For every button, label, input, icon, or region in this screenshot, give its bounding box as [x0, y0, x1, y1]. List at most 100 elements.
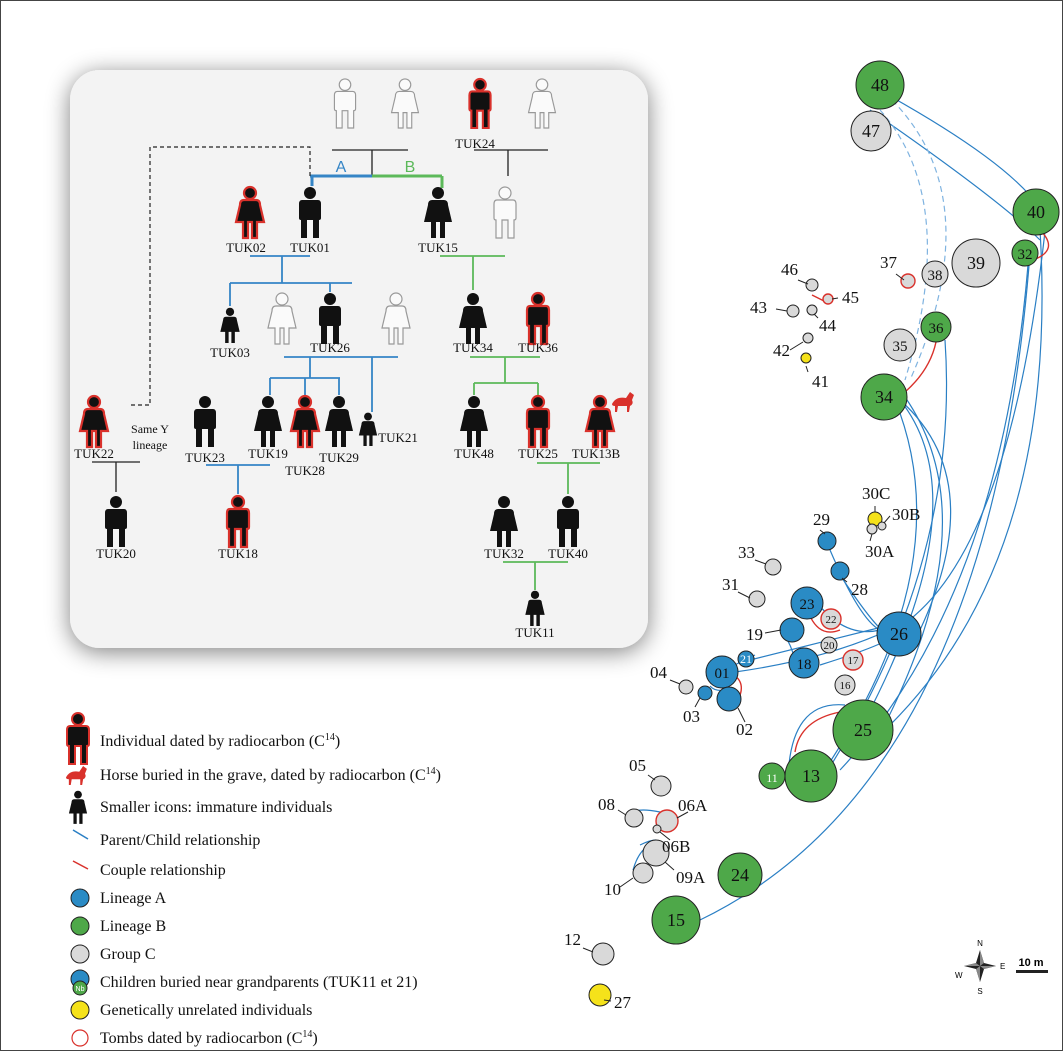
tomb-label-38: 38 [928, 268, 943, 284]
legend-lineage-b-swatch [70, 916, 90, 936]
label-leader-lines [582, 273, 905, 1002]
tomb-47 [850, 110, 892, 152]
person-label-tuk19: TUK19 [248, 446, 288, 461]
legend: Individual dated by radiocarbon (C14) Ho… [66, 712, 441, 1047]
tomb-22 [820, 608, 842, 630]
tomb-callout-09A: 09A [676, 868, 706, 887]
person-label-tuk34: TUK34 [453, 340, 493, 355]
tomb-callout-41: 41 [812, 372, 829, 391]
person-label-tuk18: TUK18 [218, 546, 258, 561]
tomb-44 [806, 304, 818, 316]
horse-icon [612, 392, 634, 412]
tomb-42 [802, 332, 814, 344]
tomb-45 [822, 293, 834, 305]
tomb-33 [764, 558, 782, 576]
person-label-tuk24: TUK24 [455, 136, 495, 151]
tomb-03 [697, 685, 713, 701]
tomb-27 [588, 983, 612, 1007]
tomb-label-20: 20 [824, 640, 836, 652]
tomb-label-48: 48 [871, 75, 889, 95]
legend-unrelated-label: Genetically unrelated individuals [100, 1002, 312, 1019]
tomb-callout-45: 45 [842, 288, 859, 307]
tomb-callout-03: 03 [683, 707, 700, 726]
person-label-tuk26: TUK26 [310, 340, 350, 355]
tomb-label-13: 13 [802, 766, 820, 786]
person-label-tuk20: TUK20 [96, 546, 136, 561]
tomb-label-23: 23 [800, 597, 815, 613]
tomb-36 [920, 311, 952, 343]
tomb-01 [705, 655, 739, 689]
tomb-callout-08: 08 [598, 795, 615, 814]
tomb-callout-10: 10 [604, 880, 621, 899]
tomb-callout-31: 31 [722, 575, 739, 594]
tomb-label-22: 22 [826, 614, 837, 626]
legend-lineage-a-label: Lineage A [100, 890, 167, 907]
tomb-21 [737, 650, 755, 668]
tomb-callout-19: 19 [746, 625, 763, 644]
person-label-tuk48: TUK48 [454, 446, 494, 461]
tomb-19 [779, 617, 805, 643]
tomb-callout-30C: 30C [862, 484, 890, 503]
legend-lineage-b-label: Lineage B [100, 918, 166, 935]
tomb-label-01: 01 [715, 666, 730, 682]
tomb-06B [652, 824, 662, 834]
tomb-15 [651, 895, 701, 945]
legend-lineage-a-swatch [70, 888, 90, 908]
legend-immature-label: Smaller icons: immature individuals [100, 799, 332, 816]
legend-children-swatch-b [72, 980, 88, 996]
legend-horse-icon [66, 766, 87, 785]
same-y-label-2: lineage [133, 438, 168, 452]
legend-dated-label: Individual dated by radiocarbon (C14) [100, 732, 340, 750]
tomb-31 [748, 590, 766, 608]
tomb-40 [1012, 188, 1060, 236]
compass-north: N [977, 939, 983, 948]
tomb-callout-44: 44 [819, 316, 837, 335]
tomb-callout-28: 28 [851, 580, 868, 599]
tomb-callout-30A: 30A [865, 542, 895, 561]
tomb-callout-37: 37 [880, 253, 898, 272]
legend-immature-icon [68, 790, 88, 824]
tomb-46 [805, 278, 819, 292]
tomb-callout-30B: 30B [892, 505, 920, 524]
tomb-label-21: 21 [740, 652, 752, 666]
tomb-label-26: 26 [890, 624, 908, 644]
tomb-29 [817, 531, 837, 551]
tomb-callout-06B: 06B [662, 837, 690, 856]
tomb-26 [876, 611, 922, 657]
tomb-label-39: 39 [967, 253, 985, 273]
person-label-tuk03: TUK03 [210, 345, 250, 360]
tomb-02 [716, 686, 742, 712]
tomb-label-35: 35 [893, 339, 908, 355]
tomb-39 [951, 238, 1001, 288]
tomb-label-16: 16 [840, 680, 852, 692]
tomb-05 [650, 775, 672, 797]
legend-unrelated-swatch [70, 1000, 90, 1020]
tomb-callout-42: 42 [773, 341, 790, 360]
tomb-18 [788, 647, 820, 679]
tomb-38 [921, 260, 949, 288]
tomb-callout-05: 05 [629, 756, 646, 775]
compass-south: S [977, 987, 982, 996]
person-label-tuk36: TUK36 [518, 340, 558, 355]
tomb-25 [832, 699, 894, 761]
tomb-12 [591, 942, 615, 966]
tomb-16 [834, 674, 856, 696]
person-label-tuk25: TUK25 [518, 446, 558, 461]
person-label-tuk02: TUK02 [226, 240, 266, 255]
tomb-41 [800, 352, 812, 364]
person-label-tuk32: TUK32 [484, 546, 524, 561]
tomb-callout-27: 27 [614, 993, 632, 1012]
map-tomb-labels: 3746454344424130C30B30A29283331190403020… [564, 253, 920, 1012]
legend-parent-line [72, 829, 89, 840]
person-label-tuk11: TUK11 [515, 625, 554, 640]
tomb-43 [786, 304, 800, 318]
tomb-35 [883, 328, 917, 362]
legend-parent-label: Parent/Child relationship [100, 832, 260, 849]
tomb-11 [758, 762, 786, 790]
person-label-tuk28: TUK28 [285, 463, 325, 478]
scale-label: 10 m [1018, 957, 1043, 969]
tomb-label-24: 24 [731, 865, 749, 885]
tomb-30B [877, 521, 887, 531]
legend-group-c-label: Group C [100, 946, 156, 963]
